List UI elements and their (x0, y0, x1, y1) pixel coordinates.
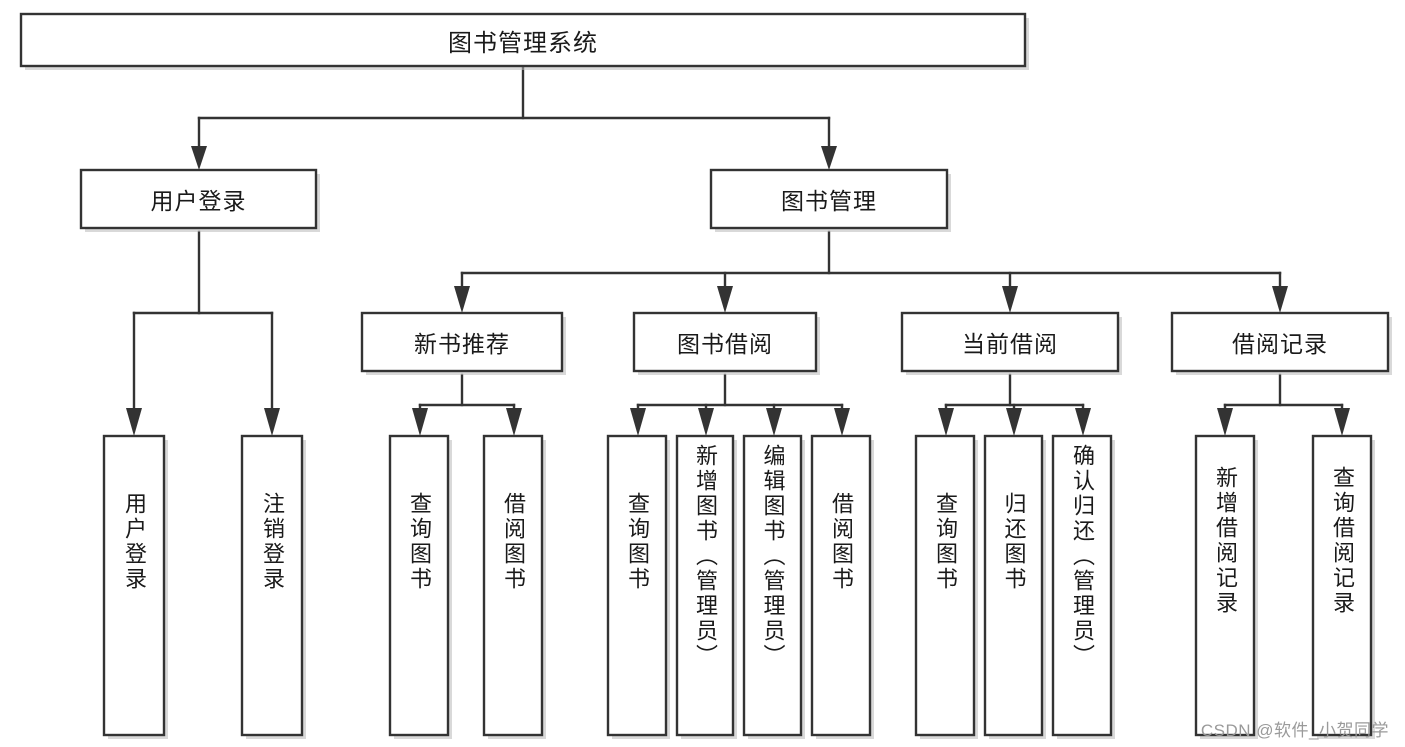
node-leaf-query-book-2[interactable] (606, 434, 668, 737)
node-new-book-recommend[interactable] (360, 311, 564, 373)
arrow-leaf-query-record (1334, 408, 1350, 436)
node-layer (19, 12, 1392, 739)
node-leaf-borrow-book-1[interactable] (482, 434, 544, 737)
arrow-leaf-query-book-1 (412, 408, 428, 436)
arrow-leaf-query-book-3 (938, 408, 954, 436)
node-leaf-logout[interactable] (240, 434, 304, 737)
node-book-borrow[interactable] (632, 311, 818, 373)
arrow-leaf-logout (264, 408, 280, 436)
arrow-leaf-confirm-return (1075, 408, 1091, 436)
connector-layer (126, 64, 1350, 436)
arrow-to-user-login (191, 146, 207, 170)
arrow-leaf-add-book (698, 408, 714, 436)
csdn-watermark: CSDN @软件_小贺同学 (1200, 721, 1389, 740)
node-book-management[interactable] (709, 168, 949, 230)
node-leaf-edit-book[interactable] (742, 434, 803, 737)
node-current-borrow[interactable] (900, 311, 1120, 373)
arrow-to-book-management (821, 146, 837, 170)
node-leaf-borrow-book-2[interactable] (810, 434, 872, 737)
arrow-book-borrow (717, 286, 733, 313)
arrow-leaf-user-login (126, 408, 142, 436)
arrow-leaf-borrow-book-2 (834, 408, 850, 436)
arrow-leaf-query-book-2 (630, 408, 646, 436)
arrow-leaf-edit-book (766, 408, 782, 436)
node-root[interactable] (19, 12, 1027, 68)
arrow-leaf-return-book (1006, 408, 1022, 436)
node-leaf-add-book[interactable] (675, 434, 735, 737)
arrow-borrow-record (1272, 286, 1288, 313)
arrow-new-book-recommend (454, 286, 470, 313)
node-leaf-user-login[interactable] (102, 434, 166, 737)
node-leaf-confirm-return[interactable] (1051, 434, 1113, 737)
node-leaf-query-record[interactable] (1311, 434, 1373, 737)
arrow-leaf-borrow-book-1 (506, 408, 522, 436)
node-leaf-query-book-1[interactable] (388, 434, 450, 737)
arrow-current-borrow (1002, 286, 1018, 313)
node-borrow-record[interactable] (1170, 311, 1390, 373)
node-leaf-add-record[interactable] (1194, 434, 1256, 737)
arrow-leaf-add-record (1217, 408, 1233, 436)
node-user-login[interactable] (79, 168, 318, 230)
node-leaf-query-book-3[interactable] (914, 434, 976, 737)
node-leaf-return-book[interactable] (983, 434, 1044, 737)
